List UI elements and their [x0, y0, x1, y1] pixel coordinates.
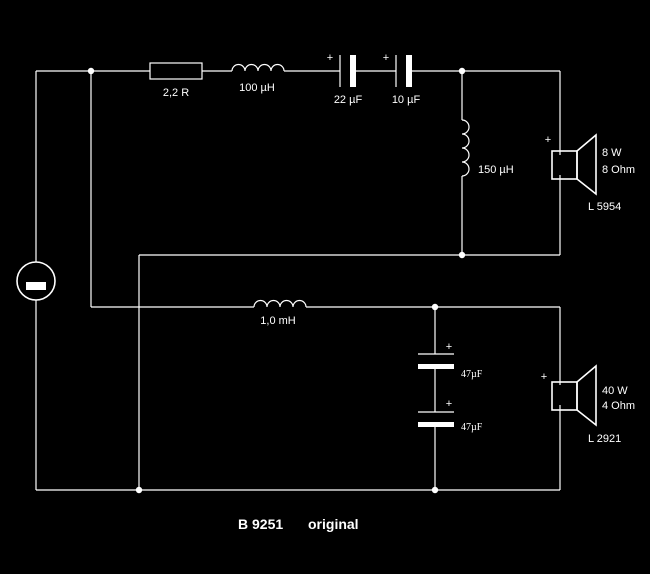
capacitor-47uf-lower: + 47µF [418, 398, 483, 433]
tweeter-polarity: + [545, 134, 551, 146]
junction-dot [431, 486, 439, 494]
inductor-100uh-label: 100 µH [239, 82, 275, 94]
tweeter-model: L 5954 [588, 201, 621, 213]
inductor-150uh-label: 150 µH [478, 164, 514, 176]
woofer-model: L 2921 [588, 433, 621, 445]
junction-dot [87, 67, 95, 75]
junction-dot [431, 303, 439, 311]
resistor-label: 2,2 R [163, 87, 189, 99]
woofer-power: 40 W [602, 385, 628, 397]
capacitor-47uf-lower-label: 47µF [461, 422, 483, 433]
inductor-1mh: 1,0 mH [253, 299, 307, 327]
junction-dot [135, 486, 143, 494]
capacitor-10uf-label: 10 µF [392, 94, 421, 106]
capacitor-22uf: + 22 µF [327, 52, 363, 106]
junction-dot [458, 67, 466, 75]
speaker-tweeter-icon: + [545, 133, 597, 196]
diagram-subtitle: original [308, 516, 359, 532]
capacitor-22uf-label: 22 µF [334, 94, 363, 106]
capacitor-47uf-upper-label: 47µF [461, 369, 483, 380]
tweeter-impedance: 8 Ohm [602, 164, 635, 176]
woofer-polarity: + [541, 371, 547, 383]
resistor-2-2-ohm: 2,2 R [149, 62, 203, 99]
wires [35, 70, 561, 491]
diagram-title: B 9251 [238, 516, 283, 532]
junction-dot [458, 251, 466, 259]
inductor-1mh-label: 1,0 mH [260, 315, 296, 327]
inductor-100uh: 100 µH [231, 63, 285, 94]
inductor-150uh: 150 µH [461, 119, 514, 177]
junctions [87, 67, 466, 494]
capacitor-10uf-polarity: + [383, 52, 389, 64]
capacitor-47uf-lower-polarity: + [446, 398, 452, 410]
capacitor-47uf-upper-polarity: + [446, 341, 452, 353]
capacitor-10uf: + 10 µF [383, 52, 421, 106]
capacitor-47uf-upper: + 47µF [418, 341, 483, 380]
speaker-woofer-icon: + [541, 364, 597, 427]
input-source-icon [16, 261, 56, 301]
woofer-impedance: 4 Ohm [602, 400, 635, 412]
capacitor-22uf-polarity: + [327, 52, 333, 64]
tweeter-power: 8 W [602, 147, 622, 159]
